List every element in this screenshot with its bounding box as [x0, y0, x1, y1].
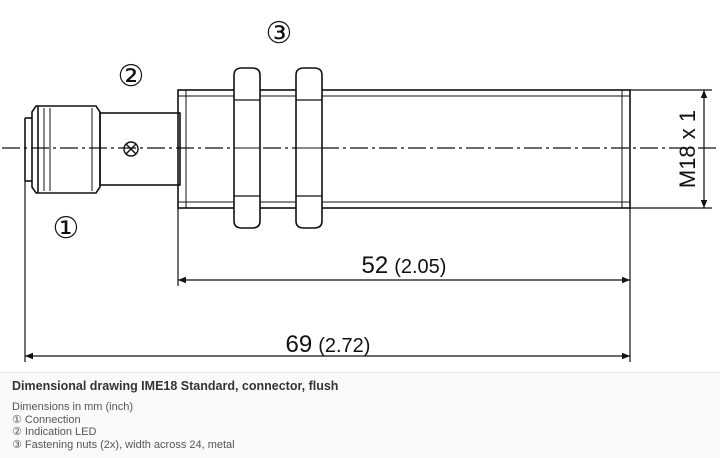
connector: [24, 105, 101, 194]
caption-units-note: Dimensions in mm (inch): [12, 401, 134, 413]
extension-lines: [24, 181, 631, 362]
total-length-label: 69(2.72): [286, 331, 371, 358]
thread-dimension: [630, 89, 712, 209]
body-length-label: 52(2.05): [362, 252, 447, 279]
legend-item-connection: ① Connection: [12, 413, 81, 426]
callout-fastening-nuts: ③: [266, 17, 293, 50]
drawing-caption: Dimensional drawing IME18 Standard, conn…: [0, 372, 720, 458]
dimensional-drawing: ① ② ③ M18 x 1 52(2.05) 69(2.72): [2, 17, 718, 362]
thread-size-label: M18 x 1: [675, 110, 700, 188]
legend-item-fastening-nuts: ③ Fastening nuts (2x), width across 24, …: [12, 438, 235, 451]
legend-item-indication-led: ② Indication LED: [12, 426, 97, 438]
led-indicator-icon: [123, 141, 139, 157]
caption-title: Dimensional drawing IME18 Standard, conn…: [12, 379, 339, 393]
callout-connection: ①: [53, 212, 80, 245]
fastening-nut-left: [233, 67, 261, 229]
led-housing: [99, 112, 181, 186]
callout-indication-led: ②: [118, 60, 145, 93]
fastening-nut-right: [295, 67, 323, 229]
